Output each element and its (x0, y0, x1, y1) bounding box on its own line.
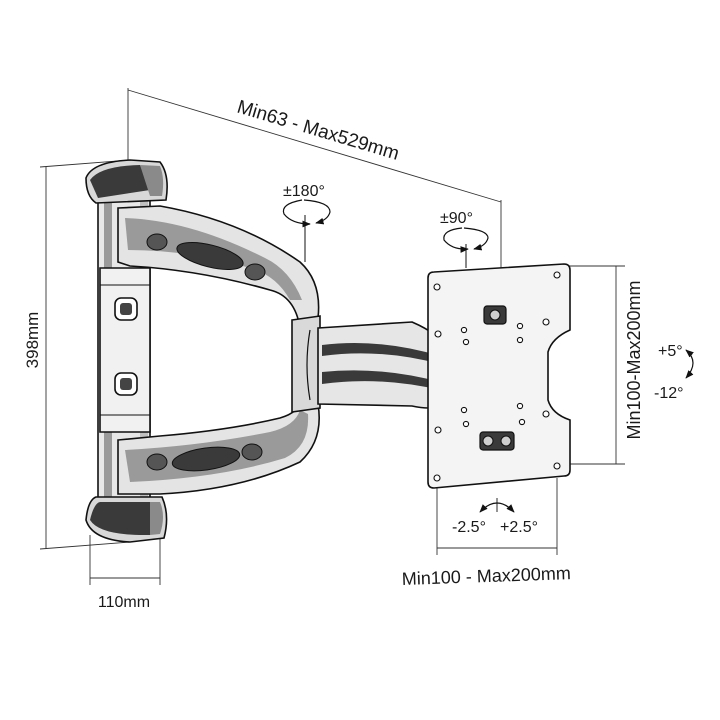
tilt-knob-lower (479, 431, 515, 451)
base-width-label: 110mm (98, 594, 150, 611)
level-plus-label: +2.5° (500, 519, 538, 536)
swivel-arm-rotation-icon (282, 199, 331, 262)
dimension-lines (39, 88, 625, 585)
vesa-horizontal-label: Min100 - Max200mm (401, 563, 571, 589)
wall-plate (85, 159, 168, 543)
lower-arm (117, 399, 320, 495)
vesa-plate (427, 263, 571, 489)
tilt-rotation-icon (685, 349, 694, 379)
arm-length-label: Min63 - Max529mm (235, 97, 402, 165)
height-label: 398mm (23, 312, 42, 369)
level-rotation-icon (479, 498, 515, 513)
tilt-down-label: -12° (654, 385, 684, 402)
tilt-up-label: +5° (658, 343, 683, 360)
tilt-knob-upper (483, 305, 507, 325)
swivel-plate-label: ±90° (440, 210, 473, 227)
swivel-arm-label: ±180° (283, 183, 325, 200)
swivel-plate-rotation-icon (443, 227, 489, 268)
vesa-holes (433, 271, 561, 482)
forearm (291, 315, 449, 413)
vesa-vertical-label: Min100-Max200mm (624, 280, 644, 439)
level-minus-label: -2.5° (452, 519, 486, 536)
